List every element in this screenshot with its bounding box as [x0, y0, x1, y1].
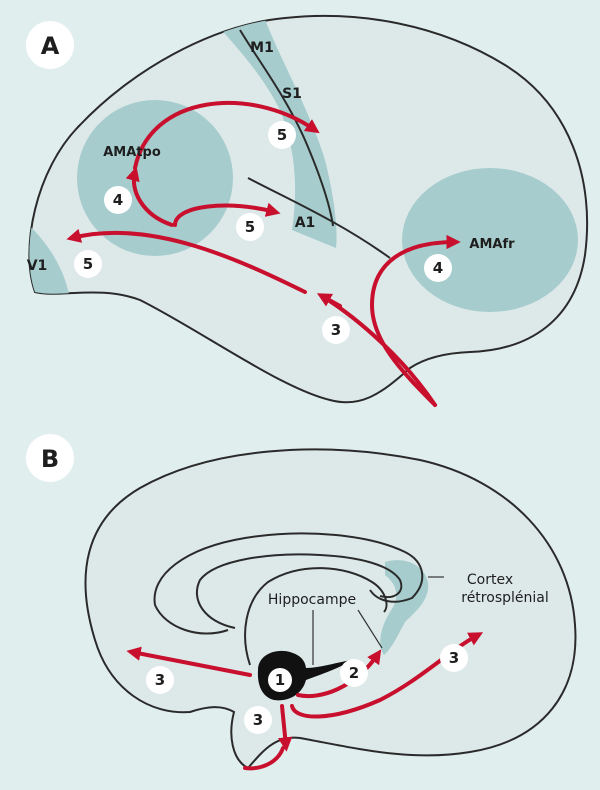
panel-a-letter: A: [41, 32, 60, 60]
badge: 5: [236, 213, 264, 241]
badge: 3: [244, 706, 272, 734]
badge: 4: [104, 186, 132, 214]
panel-a: A M1 S1 A1 V1 AMAtpo AMAfr 5: [26, 14, 589, 407]
arrow-to-amatpo: [125, 166, 174, 227]
badge-number: 5: [277, 126, 287, 144]
badge-number: 4: [433, 259, 443, 277]
panel-a-letter-badge: [26, 21, 74, 69]
badge: 3: [440, 644, 468, 672]
leader-hippocampe-2: [357, 609, 383, 649]
arrow-3-left: [126, 646, 252, 677]
badge-number: 3: [155, 671, 165, 689]
label-hippocampe: Hippocampe: [268, 592, 356, 608]
badge: 3: [146, 666, 174, 694]
arrow-2-up: [296, 649, 382, 699]
lateral-sulcus: [247, 177, 391, 259]
medial-cortex-outline: [84, 448, 577, 770]
thalamus-outline: [244, 567, 388, 666]
corpus-callosum-outer: [153, 532, 424, 635]
badge-number: 5: [245, 218, 255, 236]
badge: 5: [268, 121, 296, 149]
arrow-to-a1: [173, 202, 281, 227]
label-a1: A1: [295, 215, 316, 231]
label-retrosplenial: rétrosplénial: [461, 590, 548, 606]
label-cortex: Cortex: [467, 572, 513, 588]
label-amatpo: AMAtpo: [103, 145, 161, 160]
label-s1: S1: [282, 86, 302, 102]
arrow-to-amafr: [369, 234, 461, 407]
v1-region: [29, 210, 70, 300]
label-m1: M1: [250, 40, 274, 56]
badge: 2: [340, 659, 368, 687]
corpus-callosum-inner: [195, 553, 403, 629]
badge-number: 3: [449, 649, 459, 667]
panel-b-letter-badge: [26, 434, 74, 482]
badge-number: 1: [275, 671, 285, 689]
central-sulcus: [239, 29, 334, 227]
badge-number: 3: [331, 321, 341, 339]
badge-number: 4: [113, 191, 123, 209]
arrow-3-tail: [243, 746, 285, 771]
badge-number: 5: [83, 255, 93, 273]
arrow-3-head: [316, 293, 342, 308]
badge: 1: [268, 668, 292, 692]
arrow-3-down: [277, 704, 293, 752]
label-v1: V1: [27, 258, 48, 274]
panel-b: B Hippocampe Cortex rétrosplénial 1: [26, 434, 577, 771]
badge: 3: [322, 316, 350, 344]
badge: 4: [424, 254, 452, 282]
arrow-to-s1: [133, 101, 320, 170]
arrow-3-main: [66, 228, 307, 294]
label-amafr: AMAfr: [469, 237, 515, 252]
badge: 5: [74, 250, 102, 278]
motor-sensory-band: [205, 15, 337, 248]
badge-number: 2: [349, 664, 359, 682]
panel-b-letter: B: [41, 445, 59, 473]
retrosplenial-region: [380, 560, 429, 655]
amatpo-region: [77, 100, 233, 256]
badge-number: 3: [253, 711, 263, 729]
